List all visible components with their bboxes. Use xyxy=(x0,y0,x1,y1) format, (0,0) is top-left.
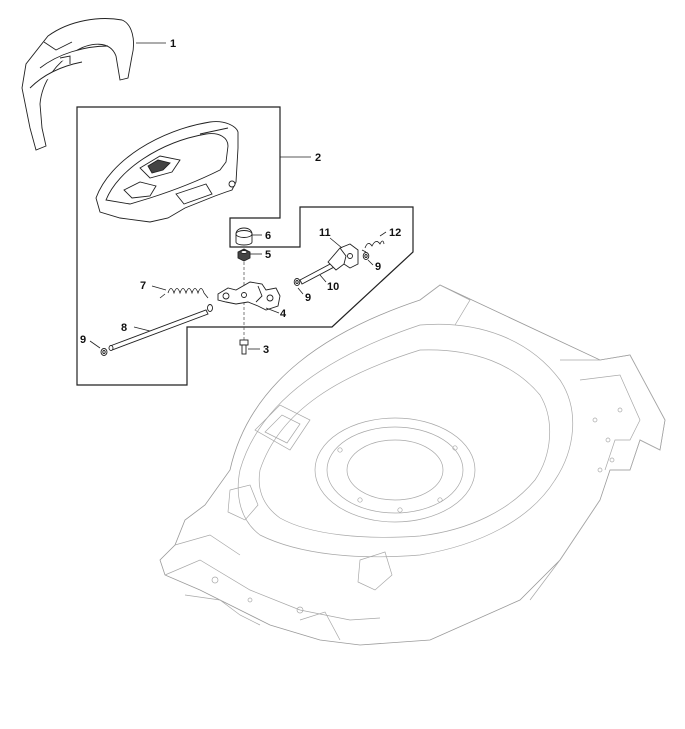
part-6-cap xyxy=(235,227,253,246)
callout-10: 10 xyxy=(327,281,339,293)
callout-2: 2 xyxy=(315,152,321,164)
part-9-washer-middle xyxy=(293,278,301,286)
callout-7: 7 xyxy=(140,280,146,292)
part-7-spring xyxy=(159,288,209,299)
callout-9-right: 9 xyxy=(375,261,381,273)
part-2-lever-cover xyxy=(95,121,239,223)
part-1-rear-guard xyxy=(21,18,134,151)
callout-11: 11 xyxy=(319,227,331,239)
part-4-lever-bracket xyxy=(217,281,281,311)
washer-rod-right xyxy=(207,304,213,312)
part-8-rod xyxy=(108,309,209,351)
callout-3: 3 xyxy=(263,344,269,356)
callout-6: 6 xyxy=(265,230,271,242)
callout-9-left: 9 xyxy=(80,334,86,346)
callout-8: 8 xyxy=(121,322,127,334)
part-3-bolt xyxy=(239,339,249,355)
callout-12: 12 xyxy=(389,227,401,239)
part-9-washer-right xyxy=(362,252,370,260)
part-12-torsion-spring xyxy=(361,240,385,253)
mower-deck xyxy=(159,284,666,646)
part-5-nut xyxy=(237,248,251,262)
callout-9-middle: 9 xyxy=(305,292,311,304)
assembly-group-outline xyxy=(76,106,414,386)
callout-4: 4 xyxy=(280,308,287,320)
part-9-washer-left xyxy=(100,348,108,356)
callout-1: 1 xyxy=(170,38,176,50)
part-11-latch xyxy=(327,243,359,271)
callout-5: 5 xyxy=(265,249,271,261)
